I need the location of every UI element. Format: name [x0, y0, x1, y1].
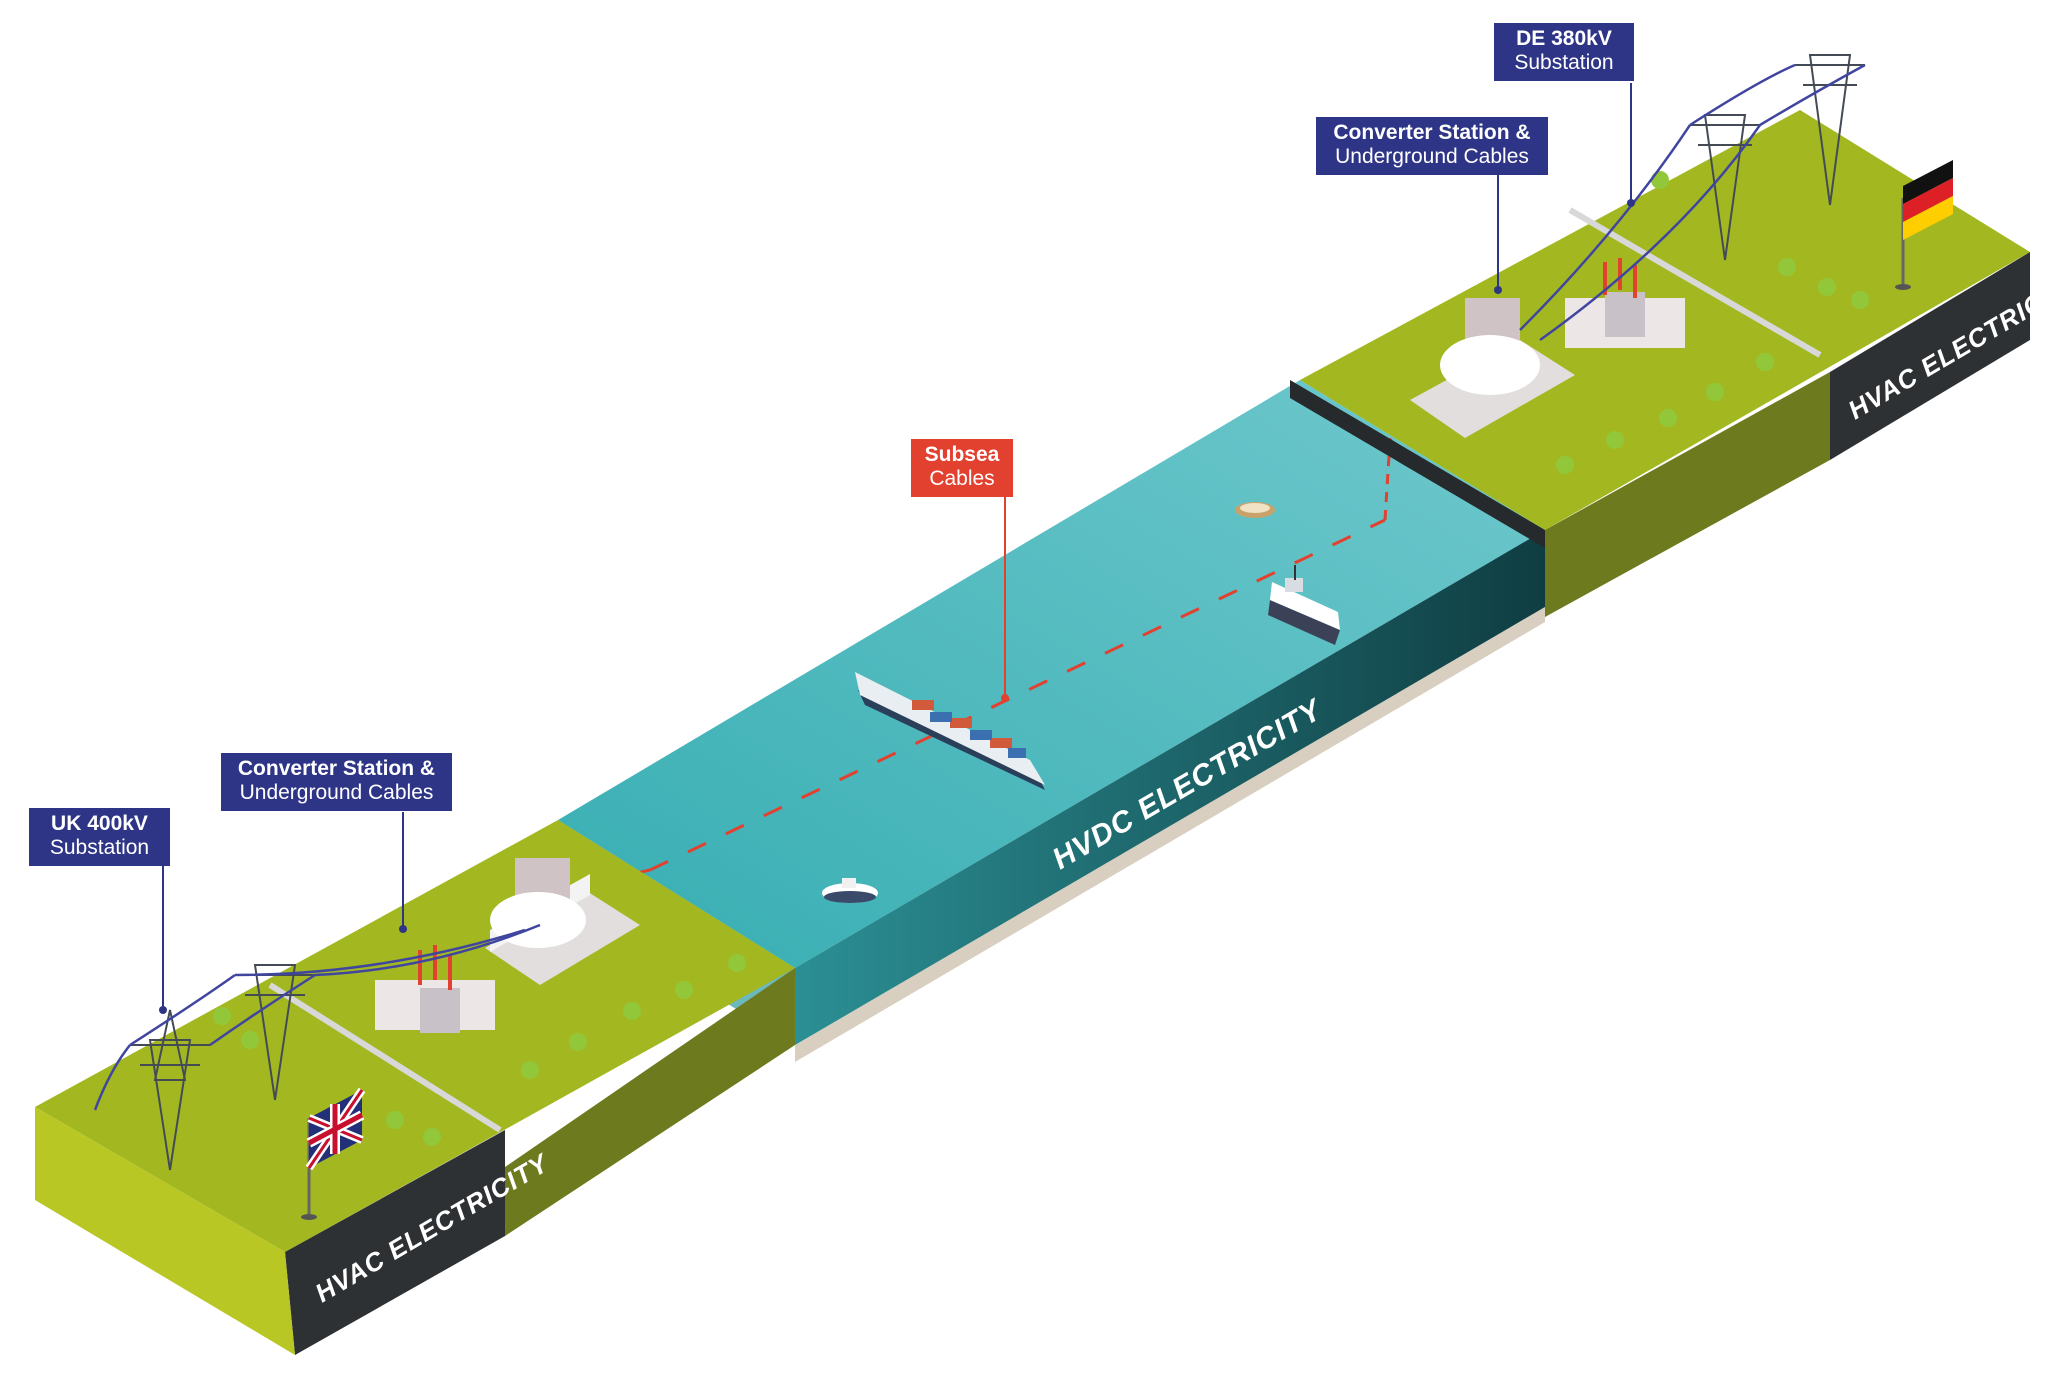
- uk-flag-icon: [301, 1087, 366, 1220]
- de-water-edge: [1290, 380, 1545, 548]
- water-front-face: [795, 530, 1545, 1045]
- de-grass-side: [1545, 372, 1830, 617]
- uk-band-face: [285, 1130, 505, 1355]
- de-converter-label: Converter Station & Underground Cables: [1316, 117, 1548, 175]
- de-substation-leader-dot: [1627, 199, 1635, 207]
- rowing-boat: [1235, 502, 1275, 518]
- uk-landmass: HVAC ELECTRICITY: [35, 820, 795, 1355]
- uk-converter-label: Converter Station & Underground Cables: [221, 753, 452, 811]
- subsea-cables-leader-dot: [1001, 694, 1009, 702]
- uk-trees: [213, 954, 746, 1146]
- uk-substation-subtitle: Substation: [49, 836, 150, 859]
- de-substation-title: DE 380kV: [1516, 27, 1612, 50]
- de-substation-leader: [1630, 83, 1632, 203]
- water-surface: [558, 380, 1545, 968]
- de-substation-subtitle: Substation: [1514, 51, 1614, 74]
- de-converter-leader-dot: [1494, 286, 1502, 294]
- uk-grass-side: [505, 968, 795, 1236]
- uk-fence: [268, 982, 502, 1133]
- uk-substation-leader: [162, 866, 164, 1010]
- uk-converter-title: Converter Station &: [237, 757, 436, 780]
- seabed: [795, 607, 1545, 1062]
- small-boat: [822, 878, 878, 903]
- de-converter-title: Converter Station &: [1333, 121, 1531, 144]
- container-ship: [855, 672, 1045, 1126]
- uk-converter-leader-dot: [399, 925, 407, 933]
- uk-converter-subtitle: Underground Cables: [239, 781, 434, 804]
- de-power-lines: [1519, 63, 1866, 342]
- de-converter-leader: [1497, 175, 1499, 288]
- uk-substation-label: UK 400kV Substation: [29, 808, 170, 866]
- uk-substation-leader-dot: [159, 1006, 167, 1014]
- uk-power-lines: [93, 923, 541, 1111]
- de-band-face: [1830, 252, 2030, 460]
- de-fence: [1568, 207, 1822, 358]
- subsea-cable: [649, 518, 1386, 872]
- de-converter-subtitle: Underground Cables: [1335, 145, 1529, 168]
- fishing-boat: [1268, 565, 1340, 645]
- subsea-cables-label: Subsea Cables: [911, 439, 1013, 497]
- subsea-cables-leader: [1004, 497, 1006, 697]
- germany-flag-icon: [1895, 160, 1953, 290]
- de-substation-label: DE 380kV Substation: [1494, 23, 1634, 81]
- uk-front-face: [35, 1107, 295, 1355]
- uk-converter-leader: [402, 812, 404, 928]
- uk-substation-title: UK 400kV: [51, 812, 148, 835]
- subsea-cables-title: Subsea: [924, 443, 1000, 466]
- de-landmass: HVAC ELECTRICITY: [1290, 54, 2048, 617]
- de-trees: [1556, 171, 1869, 474]
- subsea-cables-subtitle: Cables: [929, 467, 995, 490]
